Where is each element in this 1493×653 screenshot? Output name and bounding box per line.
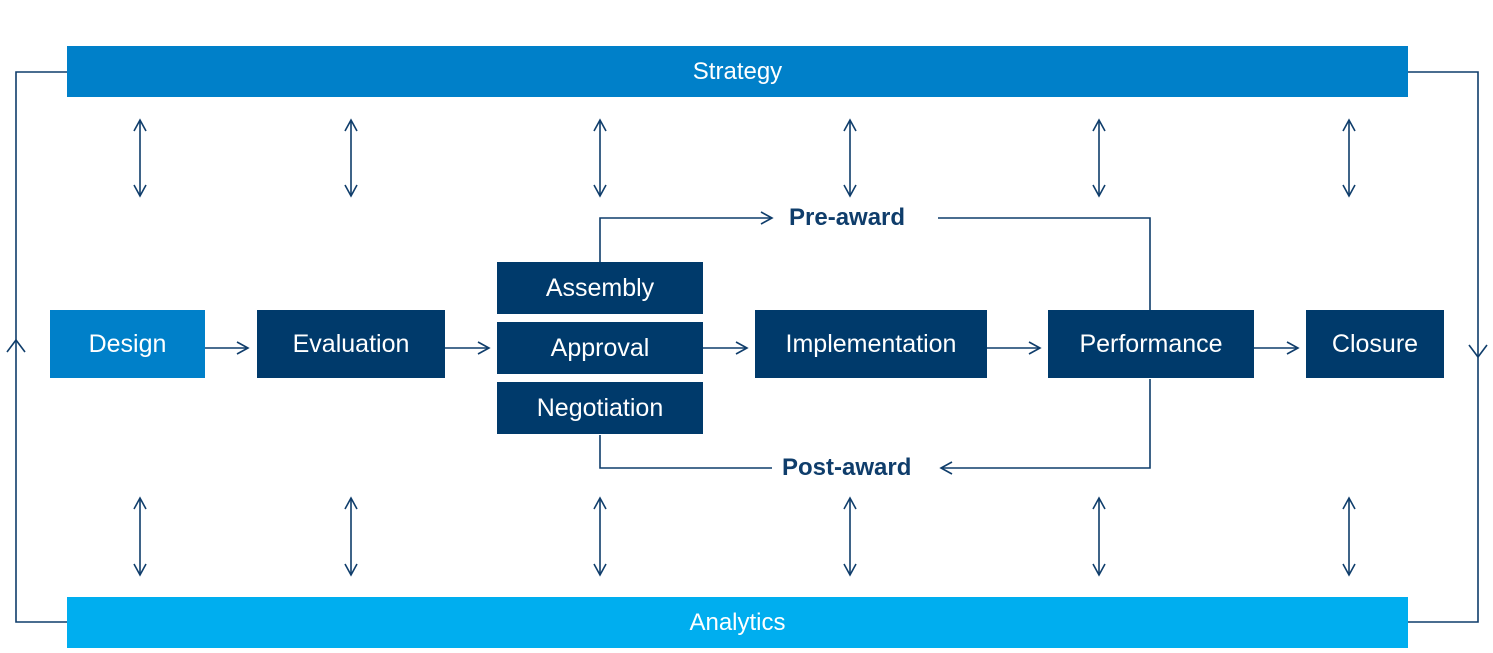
- pre-award-line-right: [938, 217, 1151, 310]
- assembly-box: Assembly: [497, 262, 703, 314]
- analytics-label: Analytics: [689, 608, 786, 636]
- design-label: Design: [88, 329, 167, 358]
- strategy-label: Strategy: [692, 57, 783, 85]
- pre-award-line-left: [599, 211, 774, 262]
- implementation-box: Implementation: [755, 310, 987, 378]
- negotiation-box: Negotiation: [497, 382, 703, 434]
- analytics-band: Analytics: [67, 597, 1408, 648]
- post-award-label: Post-award: [774, 453, 920, 483]
- right-loop-arrow-icon: [1468, 344, 1488, 359]
- left-loop-line: [15, 71, 67, 623]
- post-award-line-left: [599, 435, 772, 469]
- right-loop-line: [1408, 71, 1479, 623]
- left-loop-arrow-icon: [6, 338, 26, 353]
- approval-label: Approval: [550, 333, 650, 362]
- performance-label: Performance: [1079, 329, 1223, 358]
- evaluation-label: Evaluation: [292, 329, 410, 358]
- approval-box: Approval: [497, 322, 703, 374]
- pre-award-label: Pre-award: [781, 203, 914, 233]
- strategy-band: Strategy: [67, 46, 1408, 97]
- evaluation-box: Evaluation: [257, 310, 445, 378]
- performance-box: Performance: [1048, 310, 1254, 378]
- negotiation-label: Negotiation: [536, 393, 664, 422]
- closure-label: Closure: [1331, 329, 1419, 358]
- post-award-line-right: [939, 379, 1151, 475]
- assembly-label: Assembly: [545, 273, 655, 302]
- closure-box: Closure: [1306, 310, 1444, 378]
- implementation-label: Implementation: [785, 329, 957, 358]
- design-box: Design: [50, 310, 205, 378]
